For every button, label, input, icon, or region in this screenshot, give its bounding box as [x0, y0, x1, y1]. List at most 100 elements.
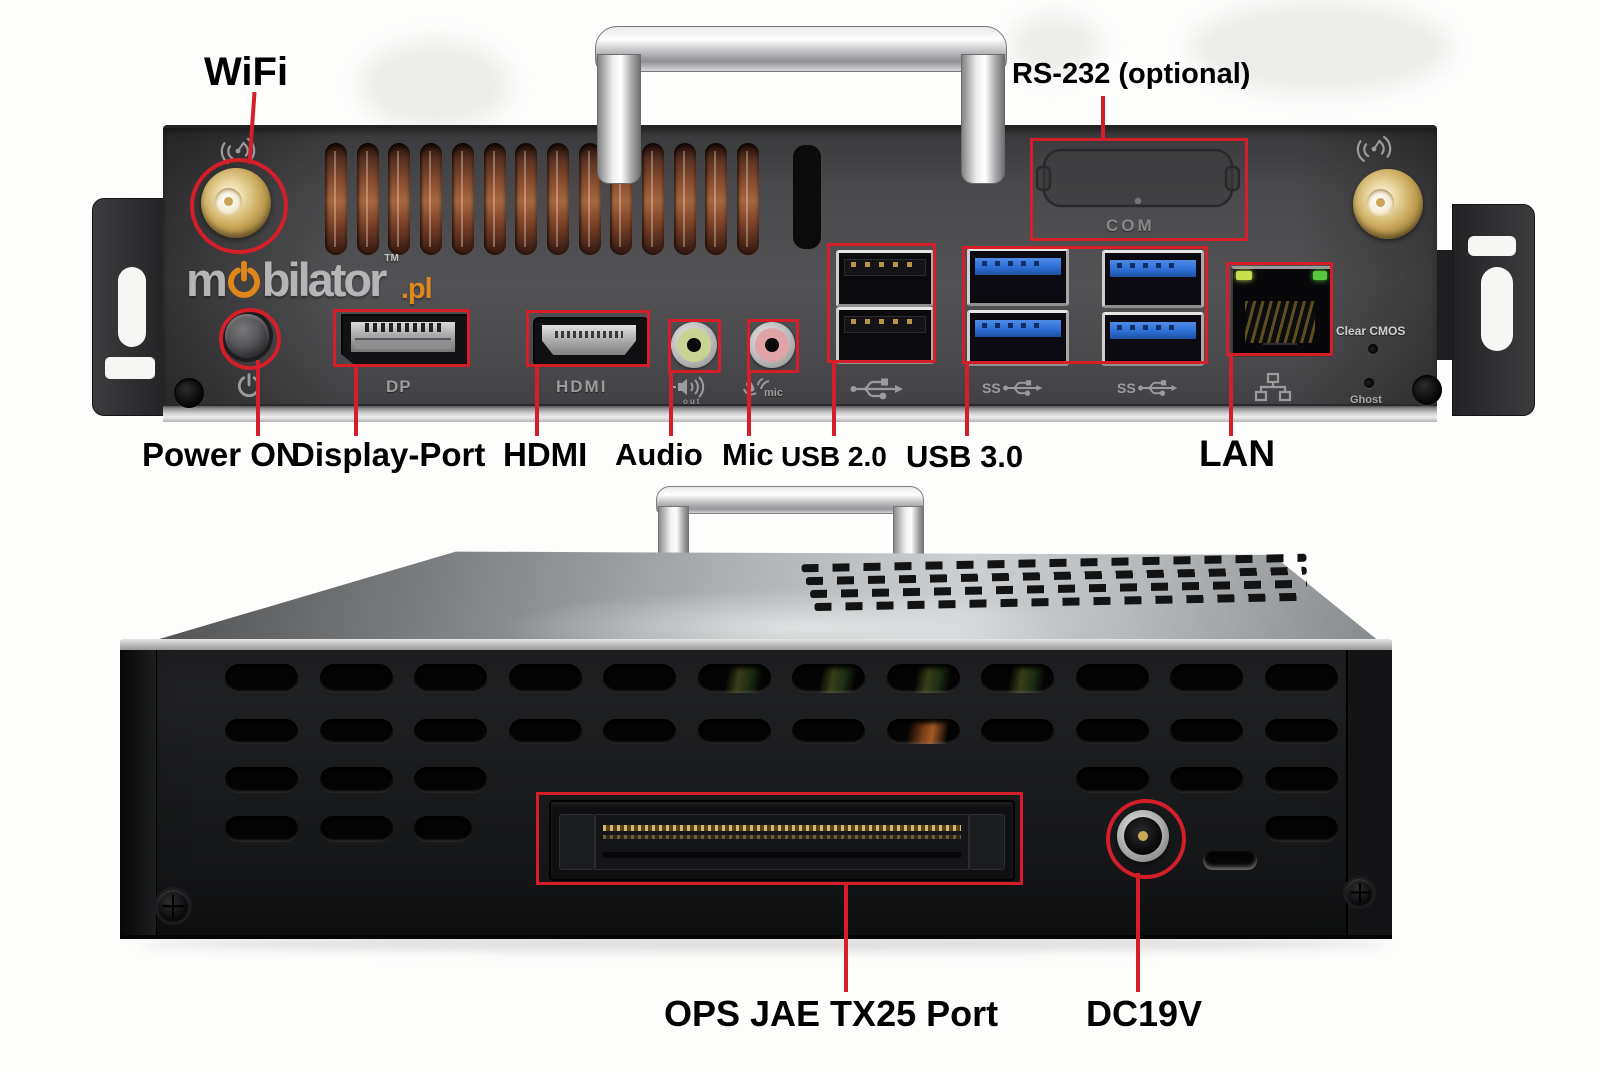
mic-jack [749, 322, 795, 368]
leader-line-power [256, 360, 260, 436]
front-vent-hole [603, 719, 676, 744]
top-vents [325, 143, 795, 255]
leader-line-rs232 [1101, 96, 1105, 140]
leader-line-audio [669, 371, 673, 436]
mic-hole [765, 338, 779, 352]
usb-contacts [851, 262, 913, 267]
highlight-box-audio [668, 319, 721, 373]
front-vent-hole [1170, 664, 1243, 693]
front-vent-hole [225, 767, 298, 793]
displayport-tongue [355, 338, 451, 349]
vent-slot [356, 143, 379, 255]
highlight-box-usb3 [962, 246, 1208, 364]
front-vent-hole [1264, 816, 1338, 842]
bracket-slot [1481, 267, 1513, 351]
highlight-box-mic [747, 319, 799, 373]
top-cover-front-edge [120, 639, 1392, 652]
mount-bracket-right [1452, 204, 1535, 416]
background-blur [1190, 0, 1450, 95]
bracket-slot [118, 267, 146, 347]
usb2-port [836, 307, 934, 364]
front-vent-hole [319, 719, 393, 744]
connector-pins [603, 825, 961, 831]
front-vent-hole [414, 664, 487, 693]
lan-led-right [1313, 271, 1327, 280]
callout-rs232: RS-232 (optional) [1012, 58, 1251, 90]
front-vent-hole [1170, 767, 1243, 793]
ss-label: SS [1117, 380, 1136, 396]
usb-contacts [982, 323, 1046, 328]
vent-slot [673, 143, 696, 255]
callout-mic: Mic [722, 437, 774, 472]
front-vent-hole [225, 719, 298, 744]
top-face-vents [801, 553, 1308, 619]
clear-cmos-engraving: Clear CMOS [1336, 324, 1406, 338]
usb3-port [967, 310, 1069, 366]
highlight-box-hdmi [526, 310, 650, 367]
audio-out-engraving: out [683, 397, 702, 406]
front-vent-hole [508, 719, 582, 744]
logo-text: m [186, 253, 228, 306]
vent-slot [483, 143, 506, 255]
logo-suffix: .pl [400, 273, 433, 305]
displayport-port [341, 314, 469, 367]
callout-ops: OPS JAE TX25 Port [664, 993, 999, 1034]
highlight-box-com [1030, 138, 1248, 241]
case-screw [1346, 879, 1373, 906]
front-vent-hole [603, 664, 676, 693]
lan-notch [1263, 343, 1297, 355]
background-blur [1010, 15, 1100, 75]
usb-contacts [1117, 325, 1181, 330]
leader-line-usb3 [965, 362, 969, 436]
right-seam [1346, 650, 1348, 935]
callout-dc: DC19V [1086, 993, 1203, 1034]
small-slot [1203, 851, 1257, 870]
front-vent-hole [414, 816, 472, 842]
carry-handle-post [961, 54, 1005, 184]
leader-line-lan [1229, 354, 1233, 436]
front-vent-hole [319, 816, 393, 842]
front-vent-hole [792, 719, 865, 744]
usb3-ss-icon: SS [1117, 378, 1178, 398]
clear-cmos-hole [1368, 344, 1378, 354]
callout-lan: LAN [1199, 433, 1276, 474]
callout-usb3: USB 3.0 [906, 439, 1024, 474]
front-vent-hole [1264, 664, 1338, 693]
vent-slot [451, 143, 474, 255]
ops-jae-tx25-connector [549, 800, 1015, 881]
com-engraving: COM [1106, 216, 1155, 235]
callout-usb2: USB 2.0 [781, 441, 887, 472]
front-vent-hole [508, 664, 582, 693]
vent-slot [546, 143, 569, 255]
leader-line-dp [354, 365, 358, 436]
mount-bracket-left [92, 198, 170, 416]
carry-handle-bottom [656, 486, 924, 514]
hdmi-pins [555, 331, 623, 338]
bracket-slot [1468, 236, 1516, 256]
background-blur [360, 40, 510, 130]
panel-bottom-edge [163, 404, 1437, 422]
leader-line-dc [1136, 873, 1140, 992]
usb3-port [1102, 312, 1204, 366]
usb3-port [967, 248, 1069, 306]
connector-pins [603, 835, 961, 839]
usb-contacts [1117, 263, 1181, 268]
left-flange [120, 650, 157, 935]
connector-body [595, 814, 969, 870]
wifi-signal-icon [1352, 134, 1396, 169]
vent-slot [737, 143, 760, 255]
front-vent-hole [1075, 664, 1149, 693]
front-vent-hole [1170, 719, 1243, 744]
vent-slot [388, 143, 411, 255]
vent-slot [705, 143, 728, 255]
hdmi-engraving: HDMI [556, 377, 608, 396]
lan-network-icon [1254, 372, 1292, 407]
vent-slot [642, 143, 664, 255]
antenna-pin [1376, 198, 1385, 207]
chassis-screw-hole [1412, 375, 1442, 405]
carry-handle-top [595, 26, 1007, 72]
front-vent-hole [319, 767, 393, 793]
callout-power: Power ON [142, 436, 300, 473]
